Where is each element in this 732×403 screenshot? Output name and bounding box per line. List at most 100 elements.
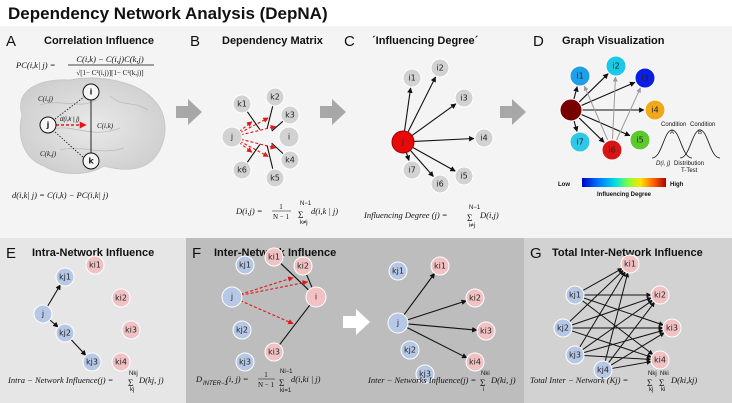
panel-g-node-kj1-label: kj1 <box>569 291 581 300</box>
panel-a-pc-denominator: √[1− C²(i,j)][1− C²(k,j)] <box>76 69 143 77</box>
panel-d-node-i2-label: i2 <box>612 62 619 71</box>
panel-c-node-j-label: j <box>401 138 404 147</box>
panel-f-dependency-j-ki2 <box>240 280 309 296</box>
panel-c-sigma: Σ <box>467 213 472 223</box>
panel-d-edge-i6-cross3 <box>616 87 641 141</box>
panel-g-edge-10 <box>583 329 664 354</box>
panel-c-letter: C <box>344 33 355 50</box>
panel-e-node-ki1-label: ki1 <box>89 261 101 270</box>
panel-d-edge-j-i7 <box>573 120 579 132</box>
panel-g-edge-0 <box>582 267 623 292</box>
ttest-label: T-Test <box>681 168 698 174</box>
panel-b-node-k4 <box>280 150 300 170</box>
panel-e-node-ki3 <box>121 320 141 340</box>
panel-f-right-node-ki1-label: ki1 <box>434 262 446 271</box>
panel-f: F Inter-Network Influence kj1kj2kj3ki1ki… <box>192 245 516 394</box>
panel-f-right-node-ki3-label: ki3 <box>480 327 492 336</box>
panel-b-node-j-label: j <box>230 133 233 142</box>
panel-b-dependency-j-k5 <box>239 140 269 158</box>
panel-d-node-j-label: j <box>569 106 572 115</box>
panel-c-edge-j-i4 <box>413 135 475 143</box>
panel-c-eq-rhs: D(i,j) <box>479 210 499 220</box>
panel-d-letter: D <box>533 33 544 50</box>
node-k <box>82 152 100 170</box>
panel-g-edge-8 <box>579 271 626 348</box>
panel-c-node-i4 <box>474 128 494 148</box>
panel-f-right-node-ki1 <box>430 256 450 276</box>
panel-f-right-node-kj2-label: kj2 <box>404 346 416 355</box>
node-i <box>82 83 100 101</box>
panel-g-sum1-top: Nkj <box>648 371 657 377</box>
brain-silhouette <box>19 77 166 174</box>
panel-g-eq-rhs: D(ki,kj) <box>670 375 697 385</box>
panel-g-node-kj2 <box>553 318 573 338</box>
panel-c-edge-j-i6 <box>409 149 434 177</box>
panel-c-node-i1-label: i1 <box>408 74 415 83</box>
panel-g-node-ki4 <box>650 350 670 370</box>
panel-d-node-j <box>559 98 583 122</box>
panel-f-eq-lhs-sub: INTER−1 <box>203 381 228 387</box>
panel-f-right-node-kj2 <box>400 340 420 360</box>
panel-b-node-k5-label: k5 <box>270 174 280 183</box>
panel-f-sum-top: Ni−1 <box>280 369 293 375</box>
panel-e-title: Intra-Network Influence <box>32 247 154 259</box>
panel-g-node-kj1 <box>565 285 585 305</box>
panel-g-node-kj4 <box>593 360 613 380</box>
panel-f-letter: F <box>192 245 201 262</box>
panel-b-edge-k6-i <box>246 144 261 163</box>
panel-a-pc-numerator: C(i,k) − C(i,j)C(k,j) <box>76 54 144 64</box>
panel-g-sum2-bot: ki <box>661 387 665 393</box>
panel-f-node-i-label: i <box>315 293 317 302</box>
panel-a: A Correlation Influence PC(i,k| j) = C(i… <box>6 33 166 200</box>
panel-e-node-ki1 <box>85 255 105 275</box>
panel-f-node-kj2 <box>232 320 252 340</box>
panel-d-node-i3-label: i3 <box>641 74 648 83</box>
node-j <box>39 116 57 134</box>
panel-f-right-edge-j-ki3 <box>407 323 478 333</box>
panel-b-node-k1 <box>232 94 252 114</box>
panel-b-node-k6 <box>232 160 252 180</box>
panel-e-node-kj3 <box>82 352 102 372</box>
panel-c-edge-j-i5 <box>412 146 456 172</box>
panel-e-eq-lhs: Intra − Network Influence(j) = <box>7 375 113 385</box>
panel-b-node-k6-label: k6 <box>237 166 247 175</box>
panel-g-sigma2: Σ <box>659 378 664 388</box>
panel-a-letter: A <box>6 33 16 50</box>
panel-c-node-i3 <box>454 88 474 108</box>
panel-g-node-kj4-label: kj4 <box>597 366 609 375</box>
panel-c-node-i7 <box>402 160 422 180</box>
panel-f-eq-lhs2: (i, j) = <box>226 374 249 384</box>
panel-b-dependency-j-k3 <box>240 124 277 136</box>
panel-f-eq-den: N − 1 <box>258 381 275 389</box>
panel-f-right-edge-j-ki1 <box>403 272 436 316</box>
panel-g-node-ki2-label: ki2 <box>654 291 666 300</box>
panel-f-sigma: Σ <box>279 378 284 388</box>
panel-g-node-ki4-label: ki4 <box>654 356 666 365</box>
panel-c-eq-lhs: Influencing Degree (j) = <box>363 210 448 220</box>
panel-g-edge-2 <box>583 297 664 327</box>
panel-b-title: Dependency Matrix <box>222 35 324 47</box>
panel-f-right-node-ki2 <box>465 288 485 308</box>
panel-b-node-k2-label: k2 <box>270 93 280 102</box>
panel-b-edge-k1-i <box>246 111 261 130</box>
panel-f-right-node-ki2-label: ki2 <box>469 294 481 303</box>
arrow-b-to-c <box>320 99 346 125</box>
panel-d-edge-i6-cross2 <box>612 76 618 140</box>
panel-b-eq-den: N − 1 <box>273 213 290 221</box>
panel-g-eq-lhs: Total Inter − Network (Kj) = <box>530 375 628 385</box>
panel-g-node-ki1-label: ki1 <box>624 260 636 269</box>
panel-e-letter: E <box>6 245 16 262</box>
panel-f-node-j-label: j <box>230 293 233 302</box>
panel-f-eq-num: 1 <box>264 371 268 379</box>
panel-c-title: ´Influencing Degree´ <box>372 35 479 47</box>
arrow-f-left-to-right <box>343 309 370 335</box>
influence-colorbar <box>582 178 666 187</box>
panel-d-edge-j-i2 <box>578 73 609 103</box>
arrow-c-to-d <box>500 99 526 125</box>
panel-f-node-ki1 <box>264 247 284 267</box>
panel-b-eq-lhs: D(i,j) = <box>235 206 263 216</box>
panel-e-node-kj2 <box>55 323 75 343</box>
